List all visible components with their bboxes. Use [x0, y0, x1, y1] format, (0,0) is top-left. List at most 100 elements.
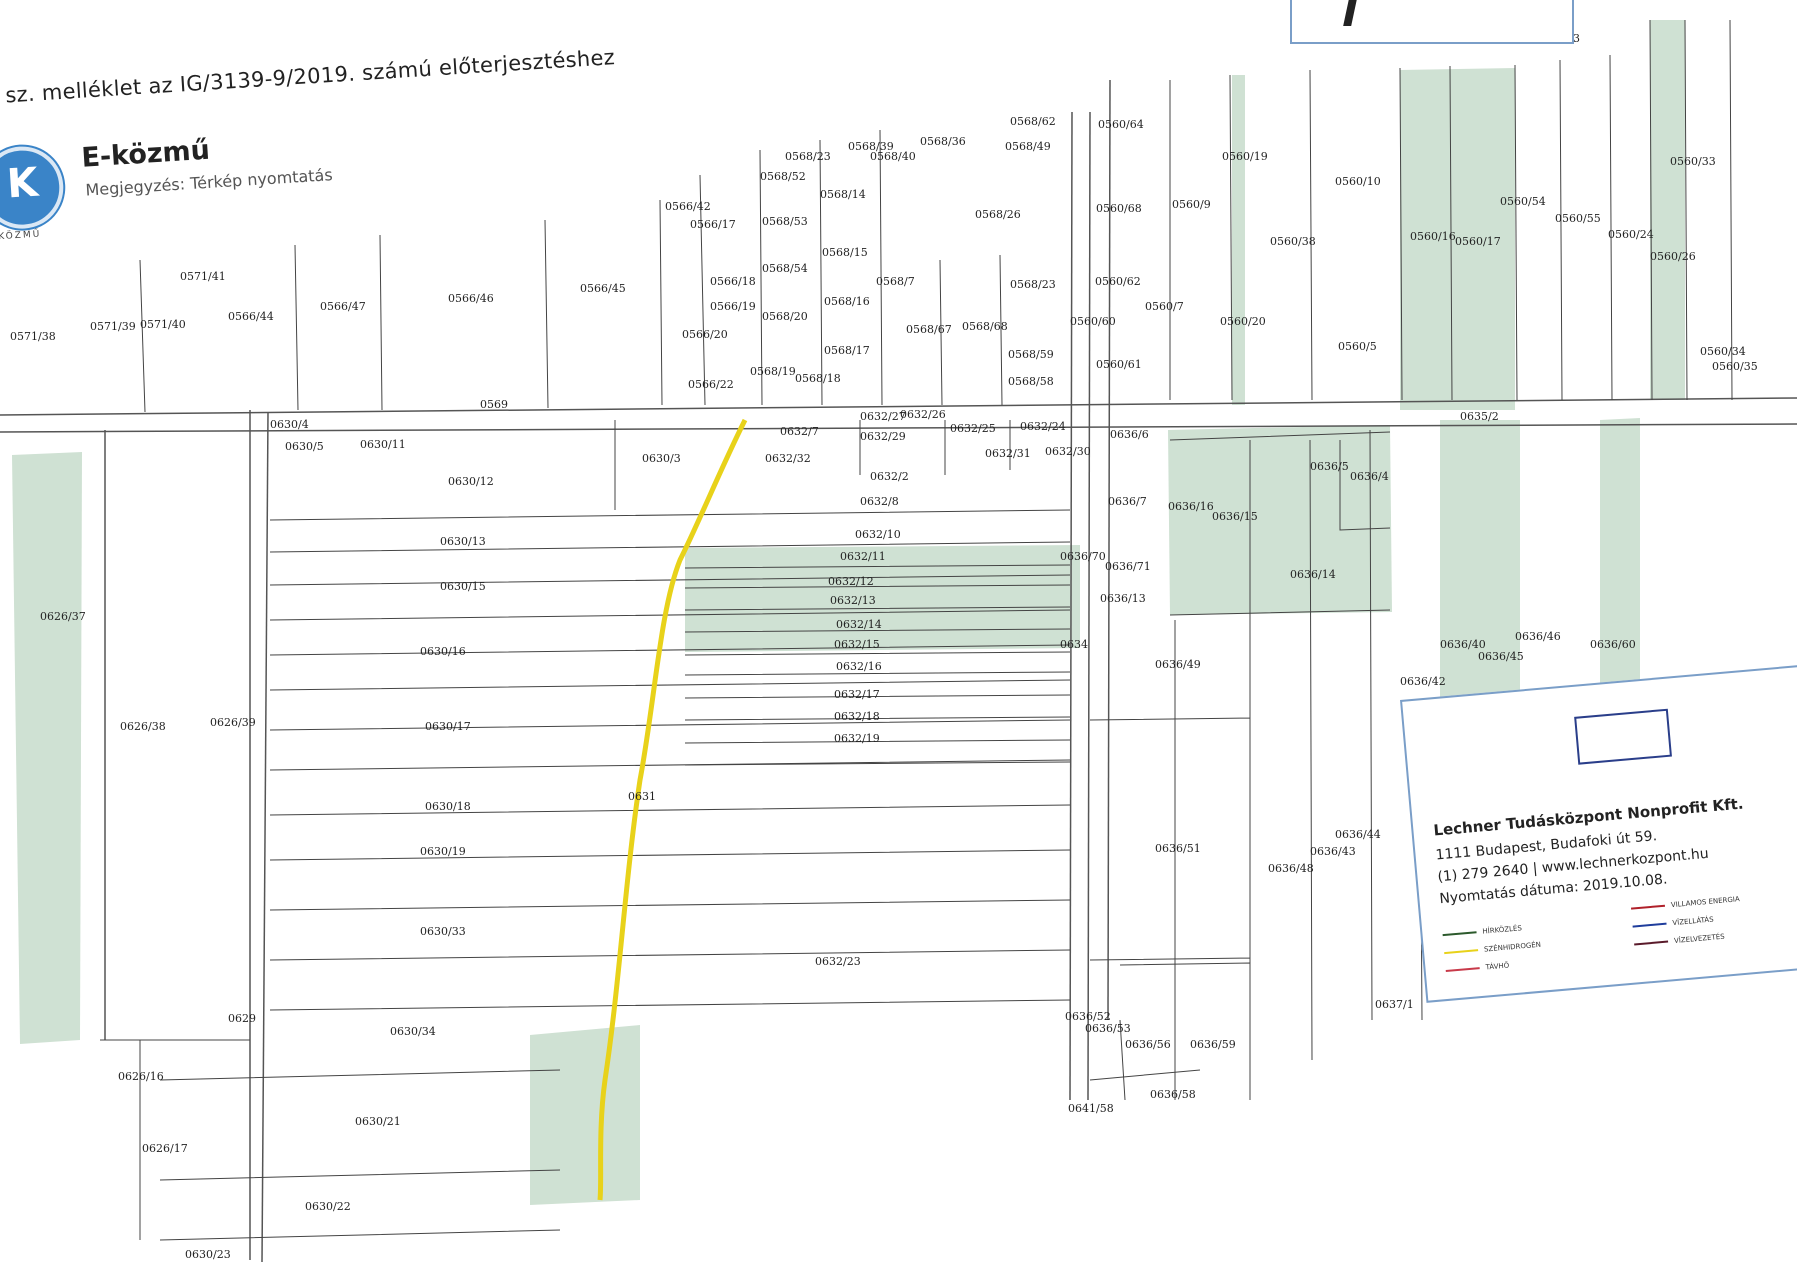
legend-item: TÁVHŐ	[1445, 962, 1510, 976]
svg-text:0568/39: 0568/39	[848, 140, 894, 153]
svg-text:0630/11: 0630/11	[360, 438, 406, 451]
logo-caption: KÖZMŰ	[0, 229, 42, 243]
svg-text:0566/19: 0566/19	[710, 300, 756, 313]
svg-text:0626/17: 0626/17	[142, 1142, 188, 1155]
svg-text:0632/7: 0632/7	[780, 425, 819, 438]
svg-text:0626/37: 0626/37	[40, 610, 86, 623]
svg-text:0632/30: 0632/30	[1045, 445, 1091, 458]
svg-text:0569: 0569	[480, 398, 508, 411]
svg-text:0568/62: 0568/62	[1010, 115, 1056, 128]
svg-text:0568/17: 0568/17	[824, 344, 870, 357]
svg-text:0630/23: 0630/23	[185, 1248, 231, 1261]
svg-text:0626/38: 0626/38	[120, 720, 166, 733]
svg-text:0568/59: 0568/59	[1008, 348, 1054, 361]
svg-text:0626/16: 0626/16	[118, 1070, 164, 1083]
svg-text:0568/67: 0568/67	[906, 323, 952, 336]
svg-text:0566/42: 0566/42	[665, 200, 711, 213]
brand-title: E-közmű	[80, 134, 211, 174]
legend-swatch	[1444, 949, 1479, 955]
legend-panel: Lechner Tudásközpont Nonprofit Kft. 1111…	[1400, 663, 1797, 1003]
svg-text:0632/16: 0632/16	[836, 660, 882, 673]
svg-text:0630/21: 0630/21	[355, 1115, 401, 1128]
svg-text:0560/19: 0560/19	[1222, 150, 1268, 163]
svg-text:0630/34: 0630/34	[390, 1025, 436, 1038]
svg-text:0568/40: 0568/40	[870, 150, 916, 163]
svg-text:0630/18: 0630/18	[425, 800, 471, 813]
svg-text:0560/24: 0560/24	[1608, 228, 1654, 241]
svg-text:0568/7: 0568/7	[876, 275, 915, 288]
svg-text:0566/22: 0566/22	[688, 378, 734, 391]
overview-extent-box	[1574, 708, 1672, 765]
svg-text:0560/54: 0560/54	[1500, 195, 1546, 208]
svg-text:0630/12: 0630/12	[448, 475, 494, 488]
svg-text:0568/23: 0568/23	[1010, 278, 1056, 291]
svg-text:0636/4: 0636/4	[1350, 470, 1389, 483]
svg-text:0630/5: 0630/5	[285, 440, 324, 453]
svg-text:0632/25: 0632/25	[950, 422, 996, 435]
svg-text:0566/45: 0566/45	[580, 282, 626, 295]
svg-text:0636/16: 0636/16	[1168, 500, 1214, 513]
svg-text:0560/16: 0560/16	[1410, 230, 1456, 243]
svg-text:0641/58: 0641/58	[1068, 1102, 1114, 1115]
logo-letter: K	[5, 159, 40, 208]
svg-text:0636/48: 0636/48	[1268, 862, 1314, 875]
north-arrow-box	[1290, 0, 1574, 44]
roads	[0, 79, 1797, 1263]
legend-item: VÍZELVEZETÉS	[1634, 933, 1725, 949]
svg-text:0636/6: 0636/6	[1110, 428, 1149, 441]
svg-text:0630/22: 0630/22	[305, 1200, 351, 1213]
parcel-lines	[100, 19, 1733, 1241]
legend-swatch	[1445, 967, 1480, 973]
svg-text:0568/36: 0568/36	[920, 135, 966, 148]
svg-text:0636/53: 0636/53	[1085, 1022, 1131, 1035]
svg-text:0566/20: 0566/20	[682, 328, 728, 341]
svg-text:0568/26: 0568/26	[975, 208, 1021, 221]
svg-text:0636/51: 0636/51	[1155, 842, 1201, 855]
svg-text:0637/1: 0637/1	[1375, 998, 1414, 1011]
svg-text:0568/20: 0568/20	[762, 310, 808, 323]
svg-text:0632/8: 0632/8	[860, 495, 899, 508]
legend-item: VILLAMOS ENERGIA	[1630, 895, 1740, 912]
svg-text:0632/11: 0632/11	[840, 550, 886, 563]
svg-text:0630/4: 0630/4	[270, 418, 309, 431]
svg-text:0632/32: 0632/32	[765, 452, 811, 465]
svg-text:0568/16: 0568/16	[824, 295, 870, 308]
svg-text:0566/17: 0566/17	[690, 218, 736, 231]
svg-text:0568/14: 0568/14	[820, 188, 866, 201]
svg-text:0632/14: 0632/14	[836, 618, 882, 631]
legend-swatch	[1632, 922, 1667, 928]
svg-text:0630/17: 0630/17	[425, 720, 471, 733]
svg-text:0630/3: 0630/3	[642, 452, 681, 465]
legend-swatch	[1442, 931, 1477, 937]
svg-text:0632/17: 0632/17	[834, 688, 880, 701]
svg-text:0636/5: 0636/5	[1310, 460, 1349, 473]
svg-text:0636/52: 0636/52	[1065, 1010, 1111, 1023]
svg-text:0636/14: 0636/14	[1290, 568, 1336, 581]
svg-text:0632/24: 0632/24	[1020, 420, 1066, 433]
svg-text:0634: 0634	[1060, 638, 1088, 651]
svg-text:0630/13: 0630/13	[440, 535, 486, 548]
svg-text:0560/60: 0560/60	[1070, 315, 1116, 328]
svg-text:0636/58: 0636/58	[1150, 1088, 1196, 1101]
svg-text:0571/41: 0571/41	[180, 270, 226, 283]
svg-text:0571/40: 0571/40	[140, 318, 186, 331]
svg-text:0636/43: 0636/43	[1310, 845, 1356, 858]
svg-text:0571/38: 0571/38	[10, 330, 56, 343]
legend-item: HÍRKÖZLÉS	[1442, 924, 1522, 939]
svg-text:0636/59: 0636/59	[1190, 1038, 1236, 1051]
svg-text:0560/33: 0560/33	[1670, 155, 1716, 168]
svg-text:0626/39: 0626/39	[210, 716, 256, 729]
svg-text:0560/10: 0560/10	[1335, 175, 1381, 188]
svg-text:0632/23: 0632/23	[815, 955, 861, 968]
svg-text:0560/64: 0560/64	[1098, 118, 1144, 131]
annex-line: . sz. melléklet az IG/3139-9/2019. számú…	[0, 45, 616, 109]
svg-text:0568/15: 0568/15	[822, 246, 868, 259]
svg-text:0636/44: 0636/44	[1335, 828, 1381, 841]
svg-text:0636/7: 0636/7	[1108, 495, 1147, 508]
svg-text:0636/70: 0636/70	[1060, 550, 1106, 563]
svg-text:0566/46: 0566/46	[448, 292, 494, 305]
svg-text:0629: 0629	[228, 1012, 256, 1025]
svg-text:0568/49: 0568/49	[1005, 140, 1051, 153]
